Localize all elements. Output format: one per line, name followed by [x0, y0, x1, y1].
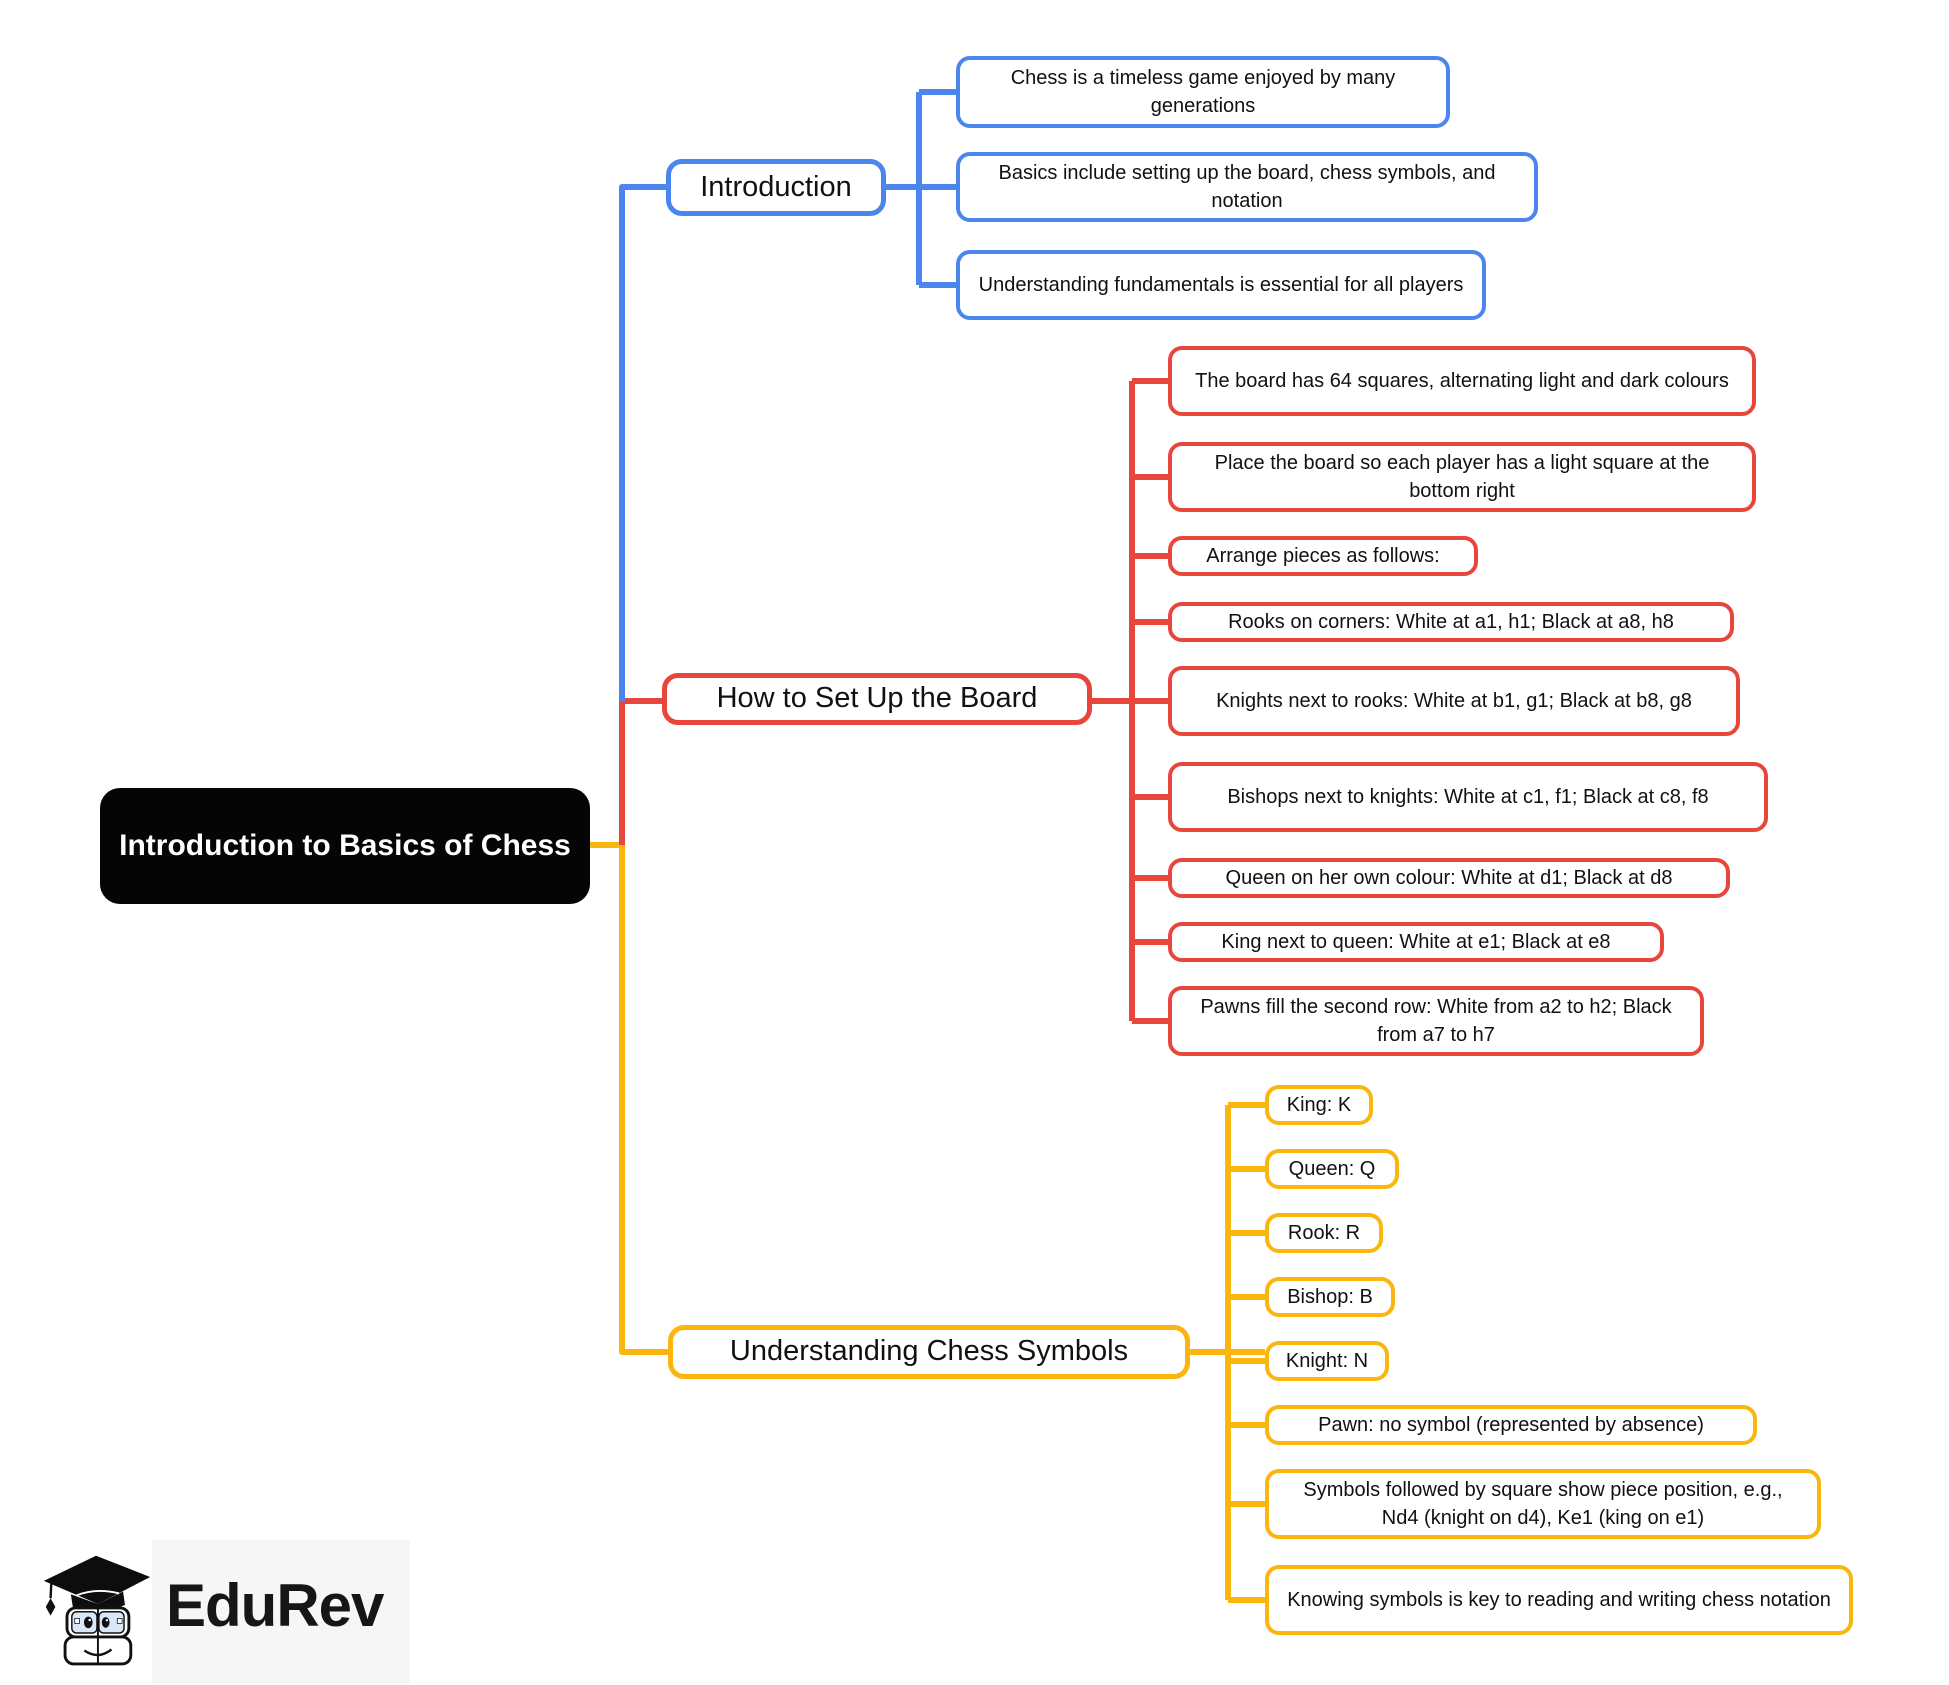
child-node-understanding-chess-symbols-3: Bishop: B — [1265, 1277, 1395, 1317]
edurev-mascot-icon — [43, 1555, 151, 1666]
child-node-how-to-set-up-the-board-5: Bishops next to knights: White at c1, f1… — [1168, 762, 1768, 832]
child-node-understanding-chess-symbols-6: Symbols followed by square show piece po… — [1265, 1469, 1821, 1539]
branch-node-introduction: Introduction — [666, 159, 886, 216]
child-node-introduction-1: Basics include setting up the board, che… — [956, 152, 1538, 222]
child-node-understanding-chess-symbols-1: Queen: Q — [1265, 1149, 1399, 1189]
child-node-understanding-chess-symbols-2: Rook: R — [1265, 1213, 1383, 1253]
child-node-understanding-chess-symbols-7: Knowing symbols is key to reading and wr… — [1265, 1565, 1853, 1635]
child-node-introduction-2: Understanding fundamentals is essential … — [956, 250, 1486, 320]
child-node-how-to-set-up-the-board-7: King next to queen: White at e1; Black a… — [1168, 922, 1664, 962]
branch-node-understanding-chess-symbols: Understanding Chess Symbols — [668, 1325, 1190, 1379]
child-node-introduction-0: Chess is a timeless game enjoyed by many… — [956, 56, 1450, 128]
child-node-how-to-set-up-the-board-0: The board has 64 squares, alternating li… — [1168, 346, 1756, 416]
branch-node-how-to-set-up-the-board: How to Set Up the Board — [662, 673, 1092, 725]
child-node-understanding-chess-symbols-4: Knight: N — [1265, 1341, 1389, 1381]
child-node-how-to-set-up-the-board-4: Knights next to rooks: White at b1, g1; … — [1168, 666, 1740, 736]
child-node-how-to-set-up-the-board-6: Queen on her own colour: White at d1; Bl… — [1168, 858, 1730, 898]
child-node-how-to-set-up-the-board-3: Rooks on corners: White at a1, h1; Black… — [1168, 602, 1734, 642]
edurev-brand-text: EduRev — [166, 1571, 384, 1639]
logo-backdrop — [152, 1540, 410, 1683]
edurev-logo: EduRev — [38, 1542, 384, 1668]
child-node-understanding-chess-symbols-5: Pawn: no symbol (represented by absence) — [1265, 1405, 1757, 1445]
child-node-how-to-set-up-the-board-8: Pawns fill the second row: White from a2… — [1168, 986, 1704, 1056]
child-node-how-to-set-up-the-board-1: Place the board so each player has a lig… — [1168, 442, 1756, 512]
mindmap-root-node: Introduction to Basics of Chess — [100, 788, 590, 904]
child-node-understanding-chess-symbols-0: King: K — [1265, 1085, 1373, 1125]
child-node-how-to-set-up-the-board-2: Arrange pieces as follows: — [1168, 536, 1478, 576]
